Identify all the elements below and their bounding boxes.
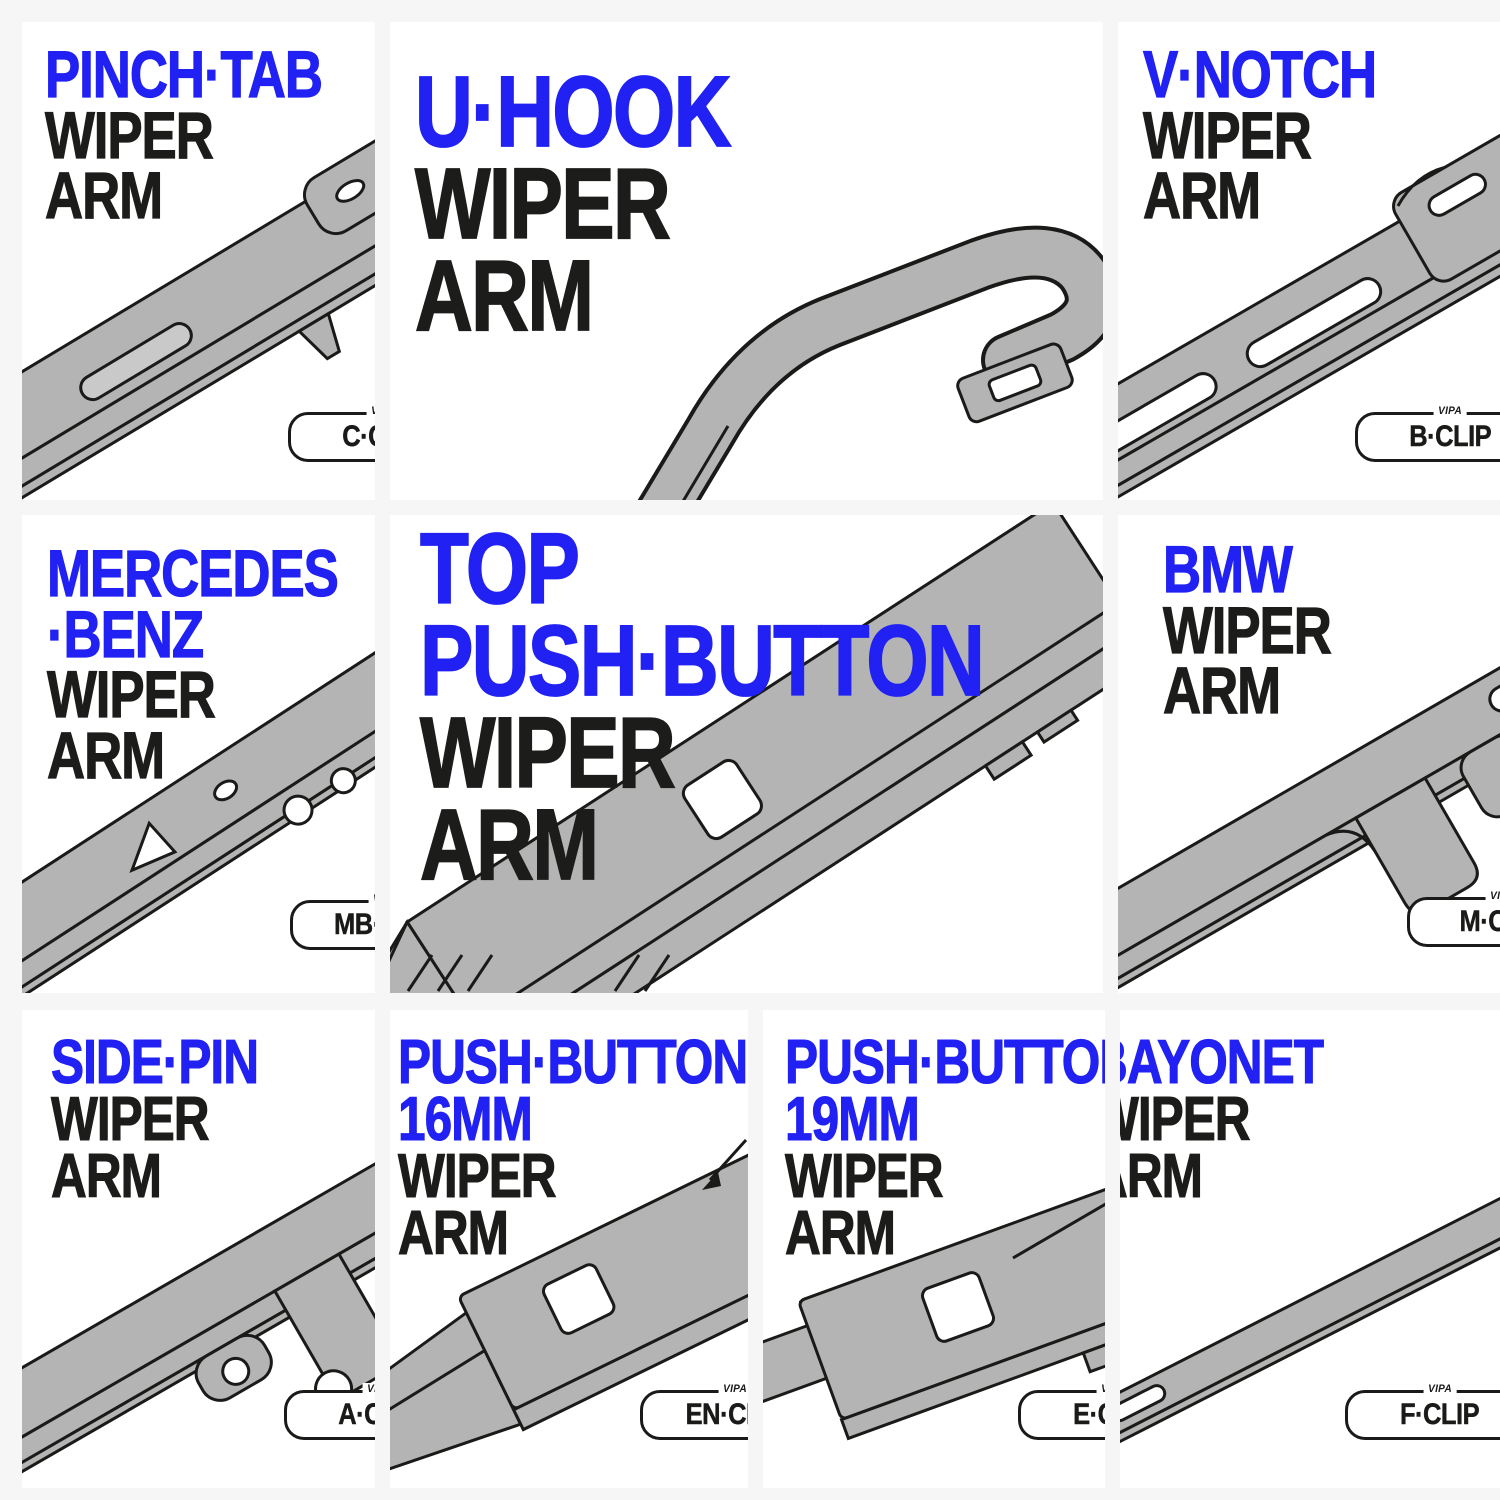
subtitle-line: WIPER (45, 97, 215, 172)
bayonet-heading: BAYONETWIPERARM (1120, 1028, 1324, 1212)
clip-badge-label: B·CLIP (1409, 420, 1492, 454)
title-line: 19MM (785, 1085, 921, 1155)
clip-badge: VIPA E·CLIP (1018, 1383, 1105, 1440)
vipa-brand-label: VIPA (1423, 1383, 1457, 1395)
clip-badge-label: EN·CLIP (685, 1398, 748, 1432)
subtitle-line: ARM (1143, 158, 1262, 233)
push-button-16mm-arm-illustration (390, 1108, 748, 1488)
vipa-brand-label: VIPA (368, 893, 375, 905)
vipa-brand-label: VIPA (366, 405, 375, 417)
vipa-brand-label: VIPA (1485, 890, 1500, 902)
subtitle-line: ARM (51, 1142, 163, 1212)
mercedes-benz-arm-illustration (22, 617, 375, 993)
vipa-brand-label: VIPA (1096, 1383, 1105, 1395)
subtitle-line: ARM (47, 718, 166, 793)
subtitle-line: ARM (785, 1199, 897, 1269)
subtitle-line: ARM (414, 240, 594, 352)
clip-badge: VIPA C·CLIP (288, 405, 375, 462)
clip-badge-label: A·CLIP (338, 1398, 375, 1432)
clip-badge: VIPA F·CLIP (1345, 1383, 1500, 1440)
subtitle-line: WIPER (47, 657, 217, 732)
title-line: 16MM (398, 1085, 534, 1155)
title-line: ·BENZ (47, 596, 205, 671)
title-line: MERCEDES (47, 536, 340, 610)
bayonet-arm-illustration (1120, 1184, 1500, 1488)
subtitle-line: WIPER (419, 697, 676, 809)
title-line: PUSH·BUTTON (785, 1028, 1105, 1097)
clip-badge: VIPA EN·CLIP (640, 1383, 748, 1440)
bmw-arm-illustration (1118, 620, 1500, 993)
title-line: PUSH·BUTTON (398, 1028, 748, 1097)
clip-badge-label: F·CLIP (1400, 1398, 1480, 1432)
subtitle-line: WIPER (1120, 1085, 1251, 1155)
subtitle-line: WIPER (1143, 97, 1313, 172)
top-push-button-arm-illustration (390, 515, 1103, 993)
title-line: SIDE·PIN (51, 1028, 260, 1097)
subtitle-line: ARM (398, 1199, 510, 1269)
title-line: TOP (419, 515, 580, 625)
title-line: BAYONET (1120, 1028, 1324, 1097)
vipa-brand-label: VIPA (1433, 405, 1467, 417)
clip-badge-label: MB·CLIP (333, 908, 375, 942)
subtitle-line: ARM (45, 158, 164, 233)
vipa-brand-label: VIPA (362, 1383, 375, 1395)
clip-badge: VIPA B·CLIP (1355, 405, 1500, 462)
pinch-tab-arm-illustration (22, 111, 375, 500)
clip-badge-label: E·CLIP (1072, 1398, 1105, 1432)
push-button-19mm-arm-illustration (763, 1163, 1105, 1466)
subtitle-line: WIPER (785, 1142, 945, 1212)
subtitle-line: WIPER (51, 1085, 211, 1155)
u-hook-arm-illustration (637, 225, 1103, 500)
vipa-brand-label: VIPA (718, 1383, 748, 1395)
title-line: PINCH·TAB (45, 37, 324, 111)
subtitle-line: WIPER (414, 148, 671, 260)
title-line: BMW (1163, 532, 1294, 606)
subtitle-line: ARM (1120, 1142, 1203, 1212)
subtitle-line: WIPER (1163, 592, 1333, 667)
subtitle-line: WIPER (398, 1142, 558, 1212)
subtitle-line: ARM (1163, 653, 1282, 728)
tile-bayonet[interactable]: BAYONETWIPERARM VIPA F·CLIP (1120, 1010, 1500, 1488)
clip-badge-label: C·CLIP (342, 420, 375, 454)
subtitle-line: ARM (419, 789, 599, 901)
title-line: V·NOTCH (1143, 37, 1378, 111)
title-line: PUSH·BUTTON (419, 605, 985, 717)
title-line: U·HOOK (414, 56, 732, 168)
clip-badge: VIPA M·CLIP (1407, 890, 1500, 947)
clip-badge: VIPA MB·CLIP (290, 893, 375, 950)
v-notch-arm-illustration (1118, 114, 1500, 500)
clip-badge: VIPA A·CLIP (284, 1383, 375, 1440)
clip-badge-label: M·CLIP (1459, 905, 1500, 939)
